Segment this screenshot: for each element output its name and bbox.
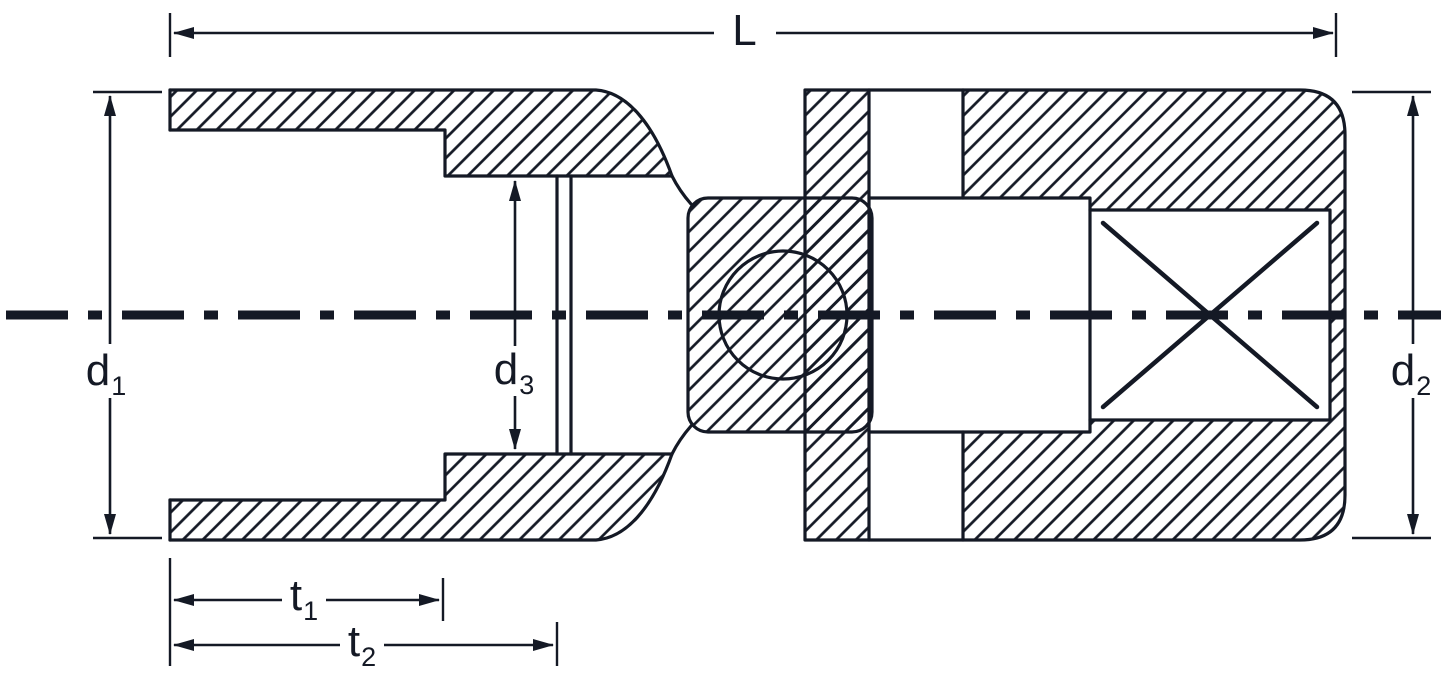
dimensions [93,13,1431,666]
label-left-outer-diameter-sub: 1 [111,371,127,401]
label-bore-diameter-sub: 3 [519,370,535,400]
label-right-outer-diameter-sub: 2 [1416,371,1432,401]
left-socket-bottom-wall-hatch [170,454,672,540]
label-left-outer-diameter-base: d [85,346,111,395]
left-socket-outer-top-outline [168,88,693,206]
label-overall-length-base: L [732,6,757,55]
left-socket-top-wall-hatch [170,90,672,176]
label-insert-depth-sub: 1 [303,596,319,626]
label-total-depth-sub: 2 [361,642,377,672]
label-right-outer-diameter-base: d [1390,346,1416,395]
label-overall-length: L [732,9,757,53]
left-socket-section [168,88,693,542]
label-bore-diameter-base: d [493,345,519,394]
label-insert-depth-base: t [289,571,303,620]
left-socket-outer-bottom-outline [168,424,693,542]
label-total-depth-base: t [347,617,361,666]
housing-outer-outline [803,88,1347,542]
extension-lines [93,13,1431,666]
